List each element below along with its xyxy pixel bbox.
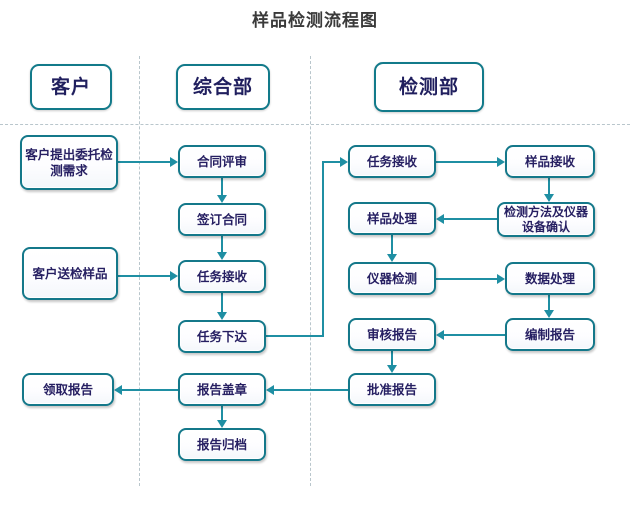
node-request[interactable]: 客户提出委托检测需求 [20, 135, 118, 190]
divider-general-testing [310, 56, 311, 486]
node-review-report[interactable]: 审核报告 [348, 318, 436, 351]
node-instrument-test-label: 仪器检测 [366, 270, 417, 286]
edge-report-seal-to-report-archive-arrow [217, 420, 227, 428]
edge-task-issue-to-task-accept-testing-seg3 [322, 161, 340, 163]
edge-instrument-test-to-data-process [436, 278, 497, 280]
edge-sample-process-to-instrument-test [391, 235, 393, 254]
edge-method-confirm-to-sample-process [444, 218, 497, 220]
edge-task-accept-testing-to-sample-receive [436, 161, 497, 163]
page-title: 样品检测流程图 [252, 11, 378, 31]
node-report-archive-label: 报告归档 [196, 436, 247, 452]
divider-header-body [0, 124, 630, 125]
node-report-archive[interactable]: 报告归档 [178, 428, 266, 461]
node-task-accept-general-label: 任务接收 [196, 268, 247, 284]
node-approve-report-label: 批准报告 [366, 381, 417, 397]
node-get-report-label: 领取报告 [42, 381, 93, 397]
node-contract-review[interactable]: 合同评审 [178, 145, 266, 178]
edge-task-accept-to-task-issue [221, 293, 223, 312]
node-task-accept-testing-label: 任务接收 [366, 153, 417, 169]
edge-send-sample-to-task-accept [118, 275, 170, 277]
edge-send-sample-to-task-accept-arrow [170, 271, 178, 281]
node-data-process-label: 数据处理 [524, 270, 575, 286]
edge-compile-report-to-review-report-arrow [436, 330, 444, 340]
lane-header-customer-label: 客户 [50, 75, 91, 98]
edge-task-issue-to-task-accept-testing-arrow [340, 157, 348, 167]
edge-data-process-to-compile-report-arrow [544, 310, 554, 318]
edge-approve-report-to-report-seal-arrow [266, 385, 274, 395]
node-send-sample[interactable]: 客户送检样品 [22, 247, 118, 300]
edge-review-report-to-approve-report-arrow [387, 365, 397, 373]
node-approve-report[interactable]: 批准报告 [348, 373, 436, 406]
edge-sample-receive-to-method-confirm [548, 178, 550, 194]
edge-approve-report-to-report-seal [274, 389, 348, 391]
lane-header-general-dept[interactable]: 综合部 [176, 64, 270, 110]
node-review-report-label: 审核报告 [366, 326, 417, 342]
node-compile-report-label: 编制报告 [524, 326, 575, 342]
node-report-seal-label: 报告盖章 [196, 381, 247, 397]
node-sample-receive[interactable]: 样品接收 [505, 145, 595, 178]
edge-method-confirm-to-sample-process-arrow [436, 214, 444, 224]
node-sign-contract-label: 签订合同 [196, 211, 247, 227]
node-sign-contract[interactable]: 签订合同 [178, 203, 266, 236]
edge-task-accept-testing-to-sample-receive-arrow [497, 157, 505, 167]
edge-sample-process-to-instrument-test-arrow [387, 254, 397, 262]
edge-task-accept-to-task-issue-arrow [217, 312, 227, 320]
edge-report-seal-to-report-archive [221, 406, 223, 420]
edge-sign-contract-to-task-accept [221, 236, 223, 252]
node-contract-review-label: 合同评审 [196, 153, 247, 169]
node-data-process[interactable]: 数据处理 [505, 262, 595, 295]
edge-sample-receive-to-method-confirm-arrow [544, 194, 554, 202]
node-task-accept-general[interactable]: 任务接收 [178, 260, 266, 293]
node-request-label: 客户提出委托检测需求 [25, 146, 113, 178]
edge-request-to-contract-review-arrow [170, 157, 178, 167]
node-method-confirm[interactable]: 检测方法及仪器设备确认 [497, 202, 595, 237]
edge-task-issue-to-task-accept-testing-seg2 [322, 161, 324, 337]
node-task-issue-label: 任务下达 [196, 328, 247, 344]
edge-instrument-test-to-data-process-arrow [497, 274, 505, 284]
node-get-report[interactable]: 领取报告 [22, 373, 114, 406]
lane-header-testing-dept[interactable]: 检测部 [374, 62, 484, 112]
edge-contract-review-to-sign-contract [221, 178, 223, 195]
lane-header-general-dept-label: 综合部 [192, 75, 253, 98]
node-compile-report[interactable]: 编制报告 [505, 318, 595, 351]
node-send-sample-label: 客户送检样品 [32, 265, 108, 281]
edge-contract-review-to-sign-contract-arrow [217, 195, 227, 203]
node-sample-receive-label: 样品接收 [524, 153, 575, 169]
node-instrument-test[interactable]: 仪器检测 [348, 262, 436, 295]
node-task-issue[interactable]: 任务下达 [178, 320, 266, 353]
lane-header-customer[interactable]: 客户 [30, 64, 112, 110]
edge-task-issue-to-task-accept-testing-seg1 [266, 335, 324, 337]
edge-report-seal-to-get-report-arrow [114, 385, 122, 395]
node-sample-process[interactable]: 样品处理 [348, 202, 436, 235]
edge-sign-contract-to-task-accept-arrow [217, 252, 227, 260]
lane-header-testing-dept-label: 检测部 [398, 75, 459, 98]
edge-review-report-to-approve-report [391, 351, 393, 365]
node-task-accept-testing[interactable]: 任务接收 [348, 145, 436, 178]
node-report-seal[interactable]: 报告盖章 [178, 373, 266, 406]
divider-customer-general [139, 56, 140, 486]
edge-request-to-contract-review [118, 161, 170, 163]
node-sample-process-label: 样品处理 [366, 210, 417, 226]
edge-compile-report-to-review-report [444, 334, 505, 336]
edge-data-process-to-compile-report [548, 295, 550, 310]
node-method-confirm-label: 检测方法及仪器设备确认 [503, 204, 588, 234]
edge-report-seal-to-get-report [122, 389, 178, 391]
